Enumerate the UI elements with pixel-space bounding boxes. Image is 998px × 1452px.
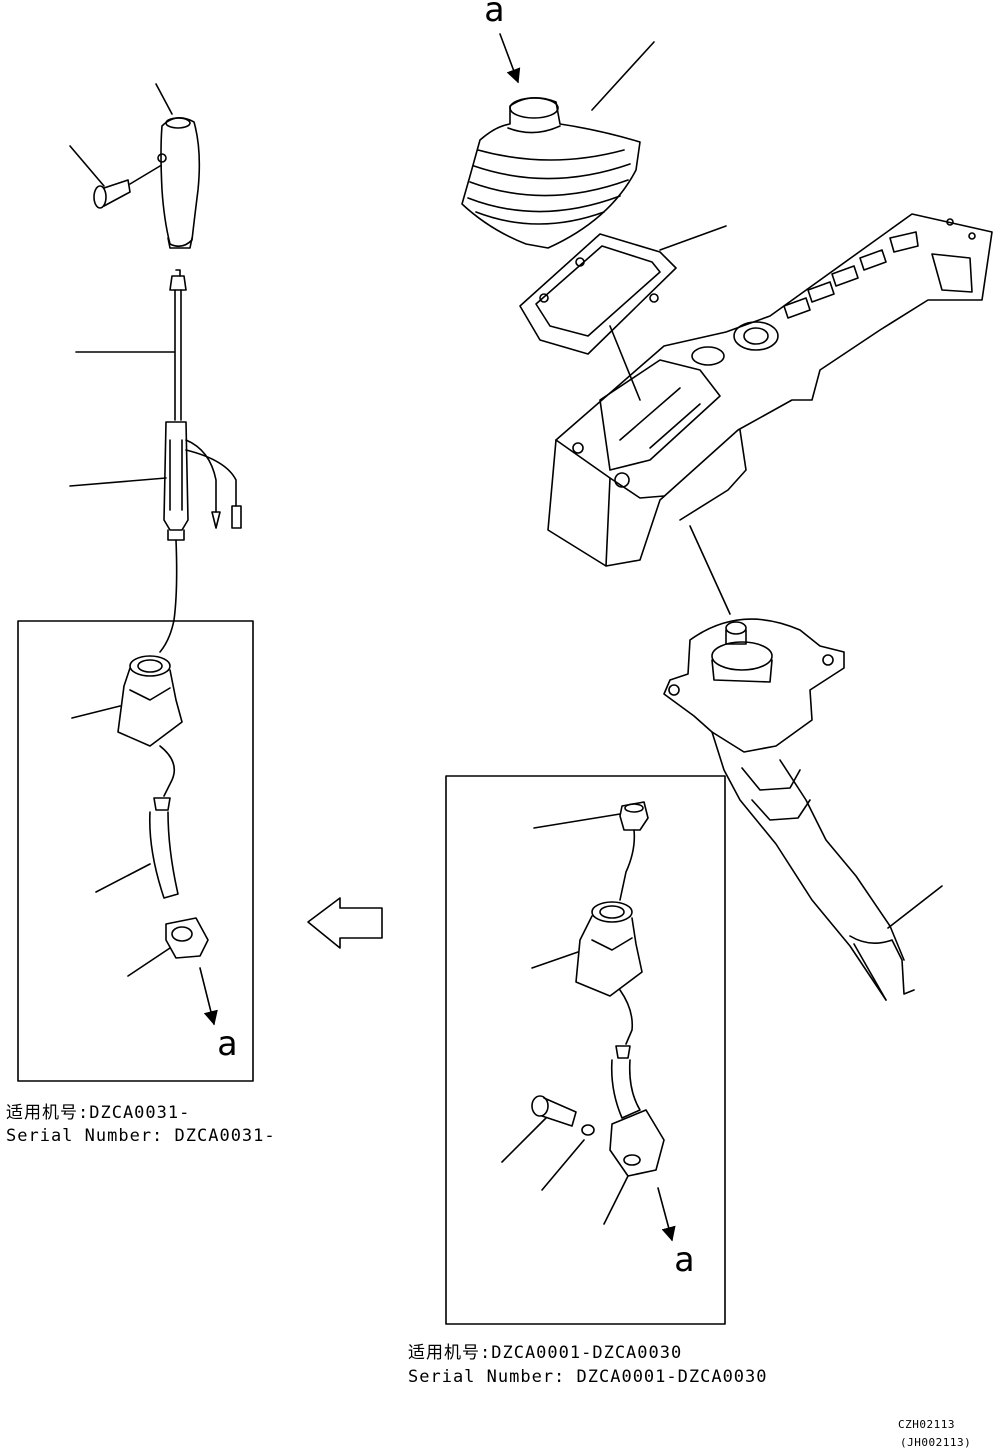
serial-cn-left: 适用机号:DZCA0031-: [6, 1103, 191, 1123]
drawing-code-secondary: (JH002113): [900, 1436, 972, 1449]
nut-right-box: [619, 801, 649, 901]
leader-lines-left-top: [69, 83, 175, 487]
variant-box-right: [445, 775, 726, 1325]
serial-en-right: Serial Number: DZCA0001-DZCA0030: [408, 1367, 768, 1387]
callout-label-left-box: a: [217, 1024, 238, 1064]
callout-arrow-right-box: [657, 1187, 676, 1242]
boot-left-box: [117, 655, 183, 747]
knob-screw: [93, 165, 161, 209]
boot-right-box: [575, 901, 643, 1045]
gasket-plate: [519, 233, 677, 355]
nut-left-box: [165, 917, 209, 959]
rubber-boot: [461, 97, 641, 249]
bolt-right-box: [531, 1095, 595, 1136]
serial-cn-right: 适用机号:DZCA0001-DZCA0030: [408, 1343, 683, 1363]
lever-knob: [157, 117, 201, 249]
callout-arrow-left-box: [199, 967, 218, 1026]
leader-lines-right-top: [591, 41, 943, 929]
leader-lines-left-box: [71, 705, 171, 977]
hollow-arrow-left-icon: [307, 897, 383, 949]
callout-label-right-box: a: [674, 1240, 695, 1280]
console-housing: [547, 213, 993, 567]
drawing-code: CZH02113: [898, 1418, 955, 1431]
pilot-valve: [663, 618, 915, 1001]
variant-box-left: [17, 620, 254, 1082]
bent-rod-right-box: [609, 1045, 665, 1177]
bent-rod-left-box: [148, 745, 179, 899]
lever-rod: [169, 269, 187, 421]
switch-body: [159, 421, 242, 653]
callout-label-top: a: [484, 0, 505, 30]
leader-lines-right-box: [501, 813, 629, 1225]
callout-arrow-top: [499, 33, 521, 84]
serial-en-left: Serial Number: DZCA0031-: [6, 1126, 276, 1146]
